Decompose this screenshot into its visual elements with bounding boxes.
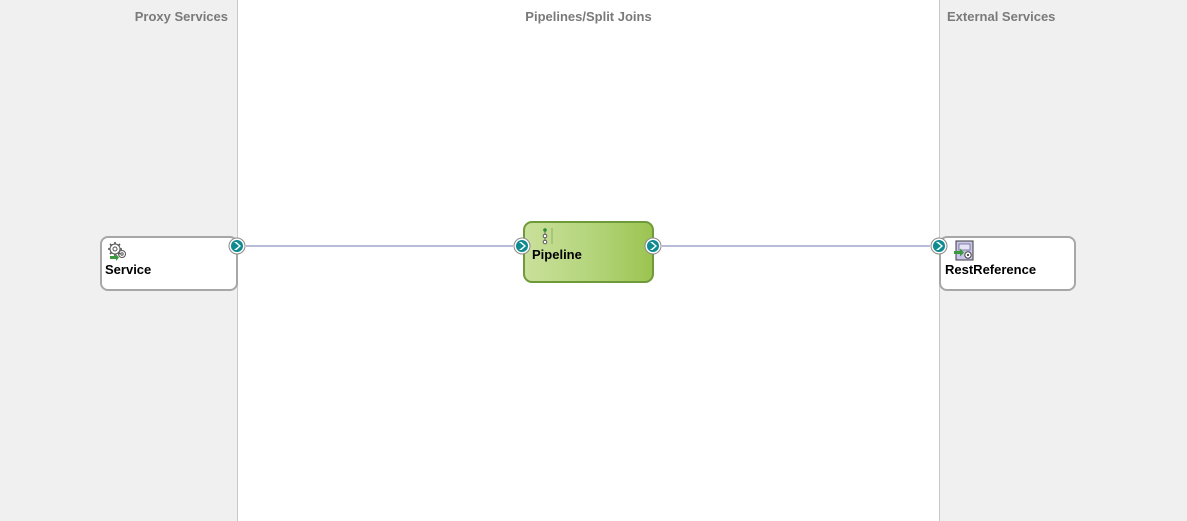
pipelines-title: Pipelines/Split Joins: [525, 9, 652, 24]
chevron-port-icon: [644, 237, 662, 255]
chevron-port-icon: [228, 237, 246, 255]
rest-reference-input-port[interactable]: [930, 237, 948, 255]
service-output-port[interactable]: [228, 237, 246, 255]
external-services-title: External Services: [947, 9, 1056, 24]
rest-reference-label: RestReference: [945, 262, 1037, 277]
gear-service-icon: [107, 241, 129, 266]
pipeline-output-port[interactable]: [644, 237, 662, 255]
service-label: Service: [105, 262, 152, 277]
pipeline-input-port[interactable]: [513, 237, 531, 255]
pipeline-flow-icon: [538, 227, 554, 250]
pipeline-node[interactable]: Pipeline: [523, 221, 654, 283]
pipeline-label: Pipeline: [532, 247, 582, 262]
service-node[interactable]: Service: [100, 236, 238, 291]
proxy-services-title: Proxy Services: [134, 9, 228, 24]
rest-reference-node[interactable]: RestReference: [939, 236, 1076, 291]
rest-reference-icon: [953, 240, 975, 267]
chevron-port-icon: [930, 237, 948, 255]
chevron-port-icon: [513, 237, 531, 255]
